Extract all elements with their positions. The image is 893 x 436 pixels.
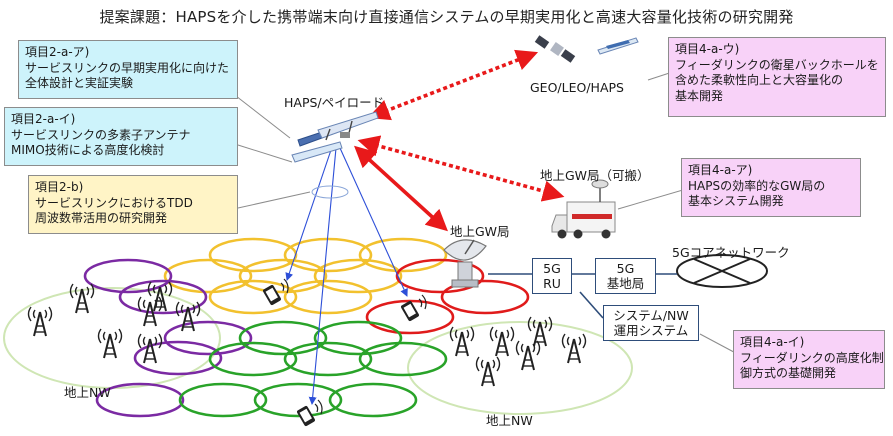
- callout-item-4-a-a-line-2: HAPSの効率的なGW局の: [688, 178, 826, 193]
- feeder-link-haps-portable-gw: [357, 135, 565, 202]
- callout-item-4-a-a-line-3: 基本システム開発: [688, 194, 784, 208]
- callout-item-4-a-u-line-2: フィーダリンクの衛星バックホールを: [675, 57, 879, 72]
- callout-item-4-a-u: 項目4-a-ウ) フィーダリンクの衛星バックホールを 含めた柔軟性向上と大容量化…: [668, 37, 886, 117]
- label-ground-gw: 地上GW局: [450, 224, 510, 239]
- core-network-icon: [676, 254, 768, 288]
- service-link-beams: [285, 146, 408, 405]
- callout-item-2-a-i-line-2: サービスリンクの多素子アンテナ: [11, 127, 191, 142]
- label-core-network: 5Gコアネットワーク: [672, 245, 790, 260]
- label-terrestrial-nw-left: 地上NW: [64, 385, 111, 400]
- callout-item-2-a-a-line-1: 項目2-a-ア): [25, 45, 90, 59]
- callout-item-2-b-line-3: 周波数帯活用の研究開発: [35, 211, 168, 225]
- label-geo-leo-haps: GEO/LEO/HAPS: [530, 80, 624, 95]
- callout-item-2-a-a-line-2: サービスリンクの早期実用化に向けた: [25, 60, 230, 75]
- portable-gw-truck-icon: [551, 179, 616, 239]
- callout-item-4-a-i-line-2: フィーダリンクの高度化制: [740, 350, 884, 365]
- terrestrial-nw-right-outline: [407, 321, 633, 415]
- feeder-link-haps-gw: [354, 145, 448, 232]
- ground-gw-dish-icon: [443, 239, 487, 288]
- network-connectors: [488, 273, 677, 319]
- callout-item-2-a-i-line-1: 項目2-a-イ): [11, 112, 76, 126]
- node-ops-system-line-2: 運用システム: [613, 323, 689, 338]
- page-title: 提案課題：HAPSを介した携帯端末向け直接通信システムの早期実用化と高速大容量化…: [99, 8, 794, 26]
- node-5g-base-station-line-1: 5G: [616, 261, 635, 276]
- callout-item-4-a-u-line-4: 基本開発: [675, 88, 724, 103]
- callout-item-2-b-line-2: サービスリンクにおけるTDD: [35, 195, 193, 210]
- node-ops-system: システム/NW 運用システム: [603, 305, 699, 341]
- callout-item-4-a-a-line-1: 項目4-a-ア): [688, 163, 753, 177]
- node-5g-ru: 5G RU: [532, 258, 572, 294]
- label-haps-payload: HAPS/ペイロード: [284, 95, 385, 110]
- callout-item-2-a-i-line-3: MIMO技術による高度化検討: [11, 143, 165, 157]
- satellite-icon: [534, 35, 576, 63]
- callout-item-4-a-i: 項目4-a-イ) フィーダリンクの高度化制 御方式の基礎開発: [733, 330, 885, 389]
- label-terrestrial-nw-right: 地上NW: [486, 413, 533, 428]
- callout-item-4-a-u-line-1: 項目4-a-ウ): [675, 42, 740, 56]
- callout-item-4-a-u-line-3: 含めた柔軟性向上と大容量化の: [675, 73, 844, 87]
- callout-item-2-b: 項目2-b) サービスリンクにおけるTDD 周波数帯活用の研究開発: [28, 175, 238, 234]
- node-5g-base-station-line-2: 基地局: [606, 276, 645, 291]
- callout-item-4-a-i-line-3: 御方式の基礎開発: [740, 366, 837, 380]
- callout-item-2-a-a: 項目2-a-ア) サービスリンクの早期実用化に向けた 全体設計と実証実験: [18, 40, 238, 99]
- cell-ellipses: [83, 237, 530, 418]
- feeder-link-haps-satellite: [367, 49, 539, 121]
- node-ops-system-line-1: システム/NW: [613, 308, 689, 323]
- haps-drone-icon: [291, 111, 379, 163]
- small-drone-icon: [597, 37, 639, 55]
- callout-item-2-a-a-line-3: 全体設計と実証実験: [25, 76, 134, 90]
- label-ground-gw-portable: 地上GW局（可搬）: [540, 168, 650, 183]
- node-5g-base-station: 5G 基地局: [595, 258, 656, 294]
- callout-item-2-a-i: 項目2-a-イ) サービスリンクの多素子アンテナ MIMO技術による高度化検討: [4, 107, 238, 166]
- haps-coverage-ring: [311, 185, 349, 199]
- node-5g-ru-line-2: RU: [543, 276, 561, 291]
- node-5g-ru-line-1: 5G: [543, 261, 561, 276]
- callout-item-2-b-line-1: 項目2-b): [35, 180, 84, 194]
- cell-tower-icons: [27, 281, 587, 387]
- callout-item-4-a-i-line-1: 項目4-a-イ): [740, 335, 805, 349]
- callout-item-4-a-a: 項目4-a-ア) HAPSの効率的なGW局の 基本システム開発: [681, 158, 861, 217]
